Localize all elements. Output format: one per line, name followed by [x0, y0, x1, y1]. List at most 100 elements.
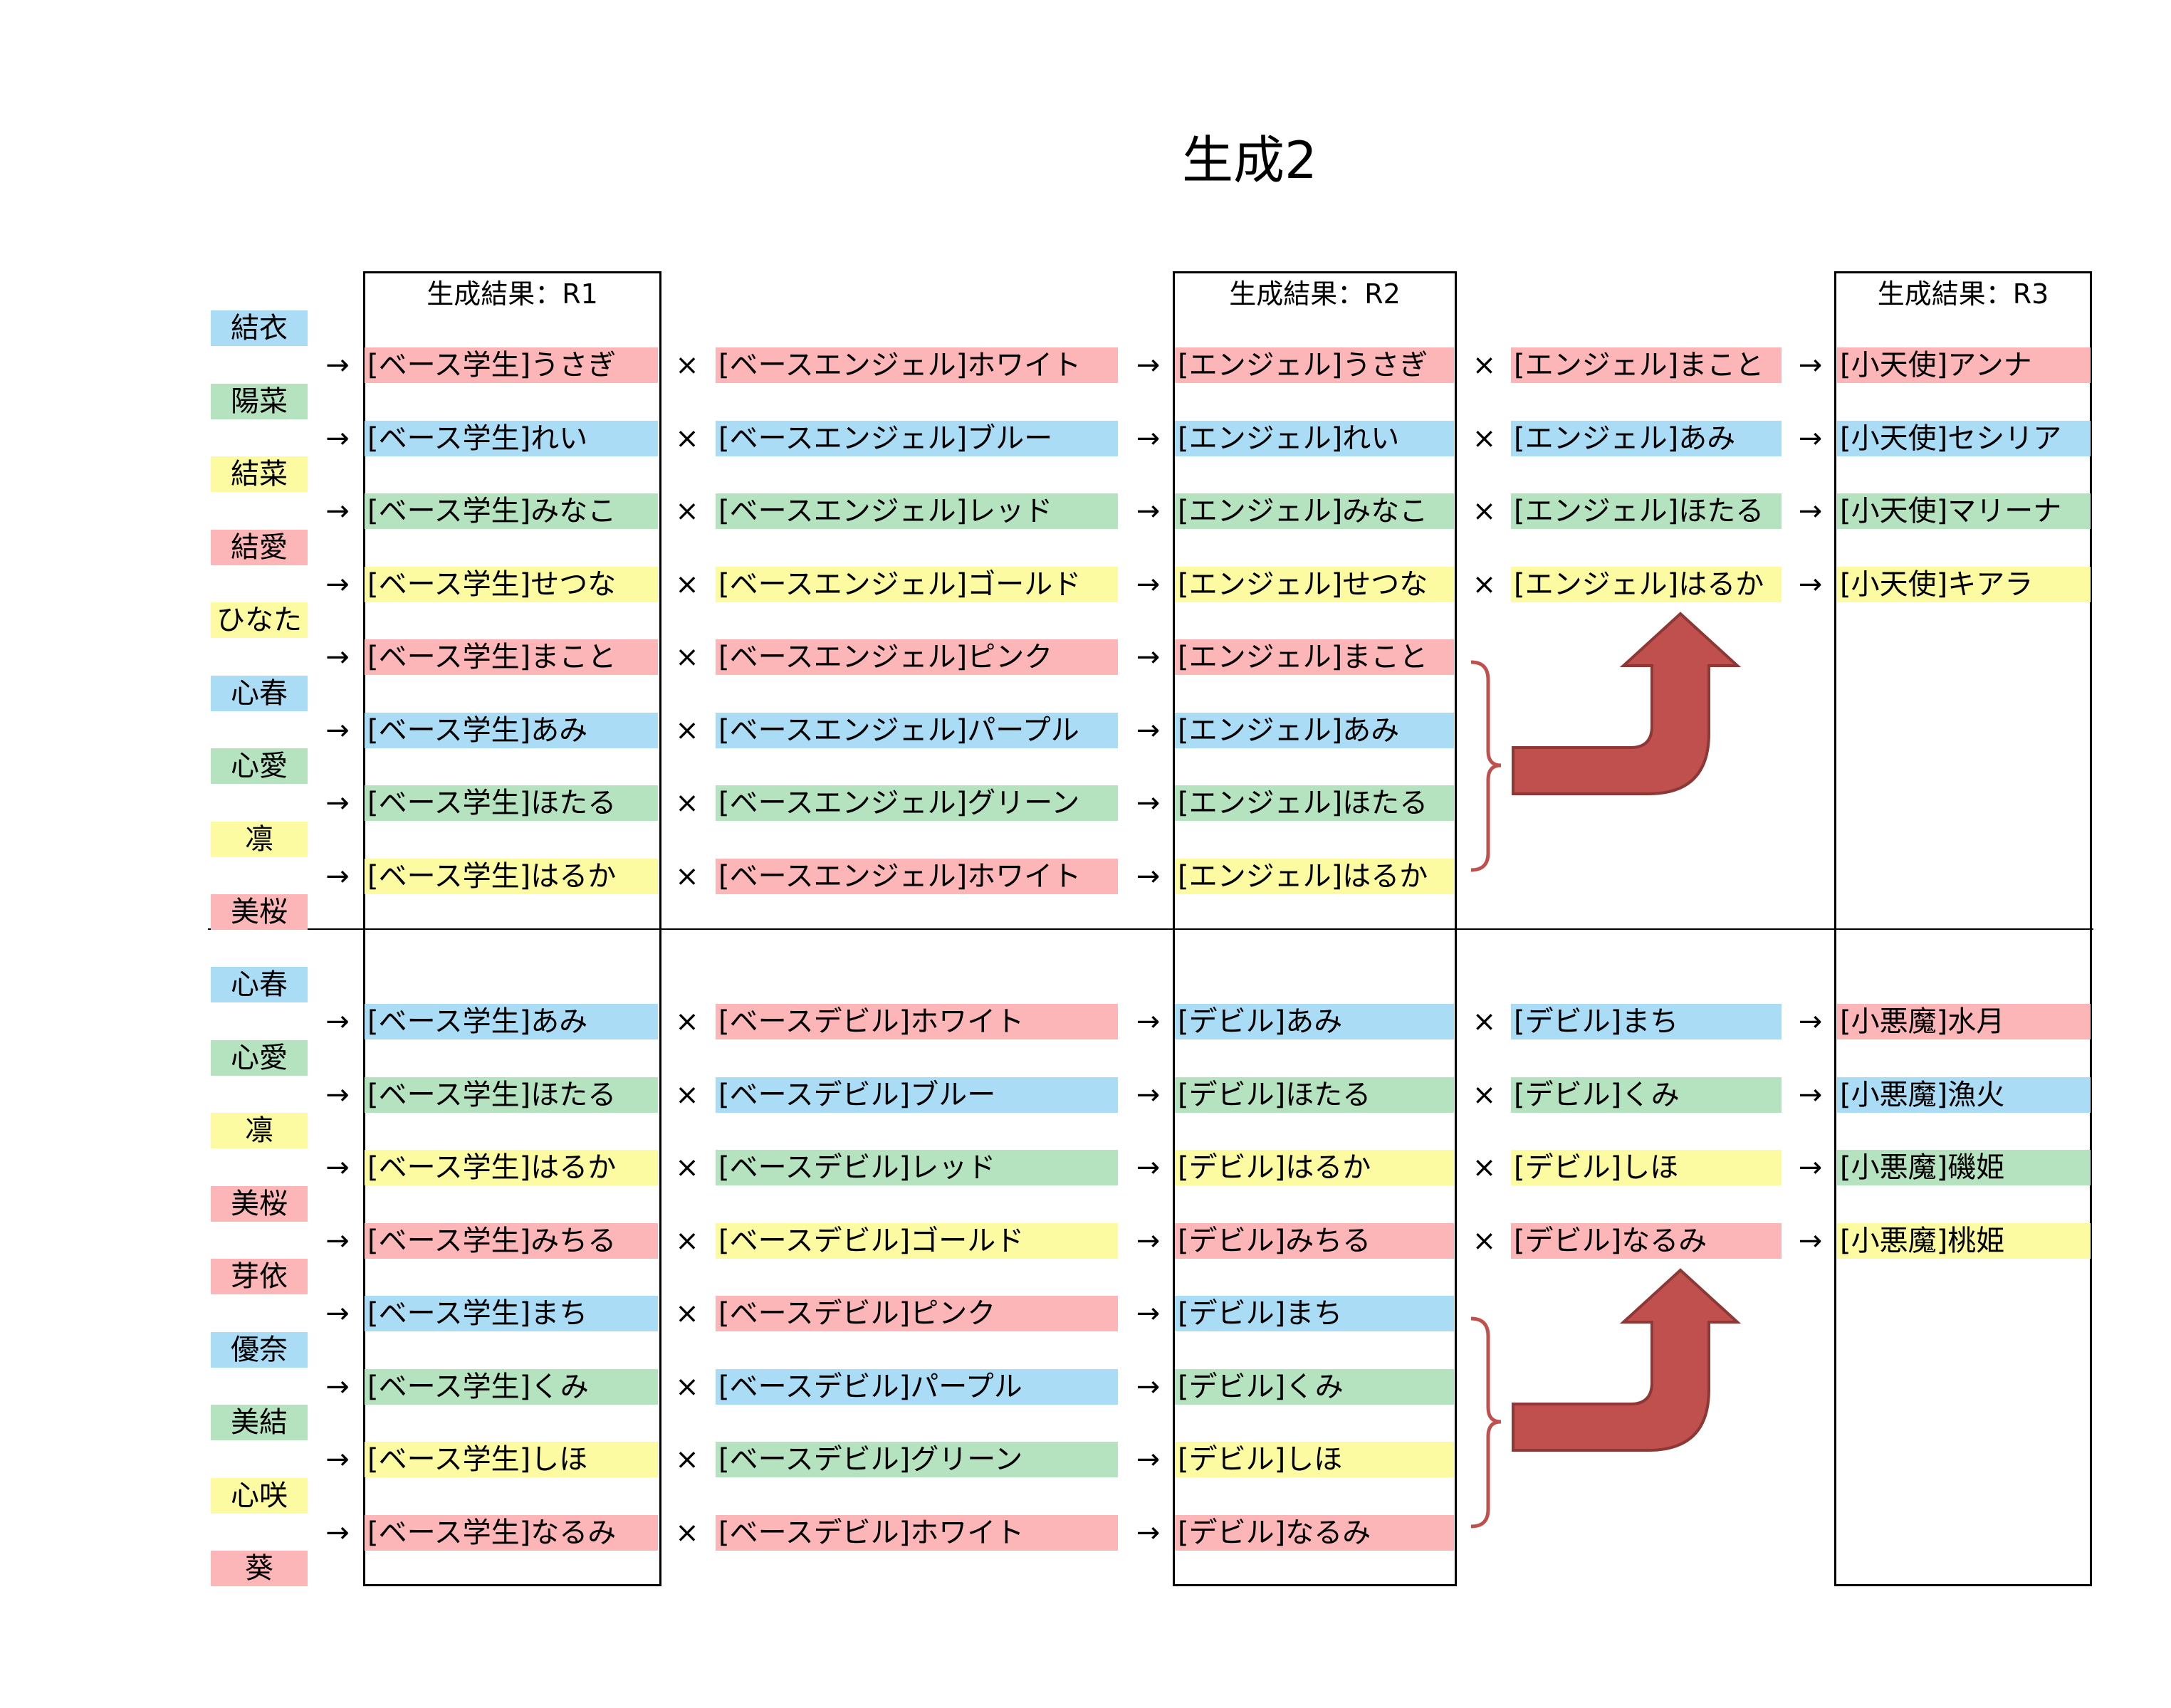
arrow-icon: →	[1136, 860, 1161, 893]
arrow-icon: →	[1798, 422, 1823, 455]
r2-partner: [エンジェル]まこと	[1511, 347, 1782, 383]
member-name: 凛	[211, 1113, 308, 1148]
member-name: 芽依	[211, 1259, 308, 1294]
member-name: 心春	[211, 676, 308, 711]
times-icon: ×	[675, 641, 699, 674]
r1-result: [ベース学生]うさぎ	[365, 347, 658, 383]
r3-result: [小天使]アンナ	[1837, 347, 2091, 383]
base-material: [ベースエンジェル]ホワイト	[716, 859, 1118, 894]
arrow-icon: →	[1136, 1225, 1161, 1257]
times-icon: ×	[675, 787, 699, 819]
arrow-icon: →	[325, 568, 350, 601]
r2-result: [デビル]なるみ	[1175, 1515, 1454, 1551]
times-icon: ×	[675, 568, 699, 601]
base-material: [ベースエンジェル]ブルー	[716, 421, 1118, 456]
member-name: 美結	[211, 1405, 308, 1440]
arrow-icon: →	[1798, 1005, 1823, 1038]
r3-result: [小天使]マリーナ	[1837, 493, 2091, 529]
arrow-icon: →	[325, 349, 350, 382]
r3-result: [小悪魔]桃姫	[1837, 1223, 2091, 1259]
r2-partner: [デビル]くみ	[1511, 1077, 1782, 1113]
r1-result: [ベース学生]みちる	[365, 1223, 658, 1259]
member-name: 陽菜	[211, 384, 308, 419]
r2-header: 生成結果：R2	[1229, 278, 1401, 310]
r3-result: [小悪魔]漁火	[1837, 1077, 2091, 1113]
member-name: 美桜	[211, 894, 308, 930]
section-divider	[208, 928, 2093, 930]
base-material: [ベースデビル]パープル	[716, 1369, 1118, 1405]
arrow-icon: →	[1136, 1151, 1161, 1184]
times-icon: ×	[1472, 422, 1497, 455]
times-icon: ×	[675, 1371, 699, 1403]
times-icon: ×	[675, 422, 699, 455]
arrow-icon: →	[325, 1297, 350, 1330]
times-icon: ×	[675, 1151, 699, 1184]
arrow-icon: →	[325, 1005, 350, 1038]
base-material: [ベースエンジェル]レッド	[716, 493, 1118, 529]
arrow-icon: →	[1136, 1005, 1161, 1038]
r2-result: [エンジェル]はるか	[1175, 859, 1454, 894]
arrow-icon: →	[1136, 1079, 1161, 1111]
brace-icon	[1470, 1316, 1502, 1529]
arrow-icon: →	[1798, 1151, 1823, 1184]
r3-result: [小悪魔]水月	[1837, 1004, 2091, 1039]
r2-result: [デビル]ほたる	[1175, 1077, 1454, 1113]
times-icon: ×	[1472, 495, 1497, 528]
arrow-icon: →	[1136, 1516, 1161, 1549]
member-name: 結衣	[211, 310, 308, 346]
r2-result: [エンジェル]れい	[1175, 421, 1454, 456]
base-material: [ベースエンジェル]パープル	[716, 713, 1118, 748]
r1-result: [ベース学生]はるか	[365, 1150, 658, 1185]
base-material: [ベースデビル]グリーン	[716, 1442, 1118, 1477]
base-material: [ベースデビル]レッド	[716, 1150, 1118, 1185]
arrow-icon: →	[1798, 1079, 1823, 1111]
times-icon: ×	[675, 1443, 699, 1476]
times-icon: ×	[675, 1005, 699, 1038]
arrow-icon: →	[1798, 495, 1823, 528]
r1-result: [ベース学生]ほたる	[365, 1077, 658, 1113]
arrow-icon: →	[325, 1151, 350, 1184]
arrow-icon: →	[1136, 641, 1161, 674]
r3-header: 生成結果：R3	[1877, 278, 2049, 310]
curved-up-arrow-icon	[1512, 612, 1742, 795]
r2-partner: [エンジェル]あみ	[1511, 421, 1782, 456]
r2-result: [デビル]はるか	[1175, 1150, 1454, 1185]
r2-result: [エンジェル]みなこ	[1175, 493, 1454, 529]
member-name: 結菜	[211, 456, 308, 492]
r1-result: [ベース学生]れい	[365, 421, 658, 456]
times-icon: ×	[675, 349, 699, 382]
arrow-icon: →	[325, 1443, 350, 1476]
member-name: 心咲	[211, 1478, 308, 1514]
times-icon: ×	[675, 860, 699, 893]
r2-partner: [デビル]しほ	[1511, 1150, 1782, 1185]
arrow-icon: →	[325, 1225, 350, 1257]
r2-partner: [デビル]まち	[1511, 1004, 1782, 1039]
arrow-icon: →	[325, 714, 350, 747]
r1-result: [ベース学生]はるか	[365, 859, 658, 894]
r1-result: [ベース学生]くみ	[365, 1369, 658, 1405]
base-material: [ベースエンジェル]ゴールド	[716, 567, 1118, 602]
times-icon: ×	[675, 1225, 699, 1257]
arrow-icon: →	[1136, 1371, 1161, 1403]
member-name: 心愛	[211, 748, 308, 784]
times-icon: ×	[1472, 1225, 1497, 1257]
times-icon: ×	[675, 1297, 699, 1330]
r3-result: [小天使]セシリア	[1837, 421, 2091, 456]
r2-result: [エンジェル]あみ	[1175, 713, 1454, 748]
arrow-icon: →	[1136, 1297, 1161, 1330]
member-name: 心春	[211, 967, 308, 1002]
arrow-icon: →	[325, 495, 350, 528]
r2-result: [デビル]しほ	[1175, 1442, 1454, 1477]
r2-result: [エンジェル]ほたる	[1175, 785, 1454, 821]
base-material: [ベースデビル]ピンク	[716, 1296, 1118, 1331]
r2-partner: [エンジェル]はるか	[1511, 567, 1782, 602]
times-icon: ×	[1472, 1151, 1497, 1184]
r1-header: 生成結果：R1	[427, 278, 598, 310]
member-name: 美桜	[211, 1186, 308, 1222]
arrow-icon: →	[1136, 422, 1161, 455]
base-material: [ベースデビル]ゴールド	[716, 1223, 1118, 1259]
times-icon: ×	[1472, 1079, 1497, 1111]
arrow-icon: →	[325, 641, 350, 674]
arrow-icon: →	[1798, 349, 1823, 382]
r2-result: [デビル]くみ	[1175, 1369, 1454, 1405]
